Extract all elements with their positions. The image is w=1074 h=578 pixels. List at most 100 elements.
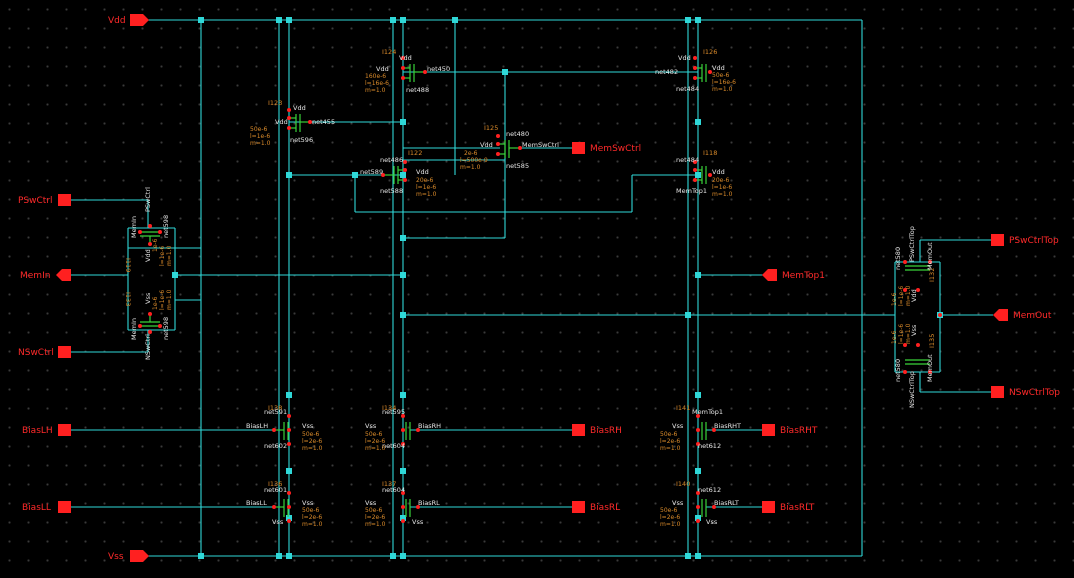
net-label: Vdd xyxy=(416,168,429,176)
pin-label-biasll: BiasLL xyxy=(22,503,51,513)
net-label: Vdd xyxy=(376,65,389,73)
pin-label-nswctrltop: NSwCtrlTop xyxy=(1009,388,1060,398)
net-label: net596 xyxy=(290,136,313,144)
pin-memswctrl[interactable] xyxy=(572,142,585,154)
inst-label-i141: I141 xyxy=(676,404,690,412)
param-l: l=1e-6 xyxy=(898,286,905,306)
param-m: m=1.0 xyxy=(365,445,386,452)
transistor-i125[interactable] xyxy=(498,140,520,158)
net-label: net580 xyxy=(894,359,902,382)
pin-label-pswctrl: PSwCtrl xyxy=(18,196,53,206)
net-label: net598 xyxy=(162,317,170,340)
transistor-i118[interactable] xyxy=(695,166,707,184)
param-l: l=1e-6 xyxy=(250,133,270,140)
inst-label-i126: I126 xyxy=(703,48,717,56)
param-m: m=1.0 xyxy=(166,289,173,310)
inst-label-i133: I133 xyxy=(124,292,132,306)
net-label: BiasLL xyxy=(246,499,267,507)
pin-vss[interactable] xyxy=(130,550,149,562)
net-label: Vdd xyxy=(293,104,306,112)
transistor-i136[interactable] xyxy=(274,499,289,517)
transistor-i141[interactable] xyxy=(701,422,707,440)
net-label: net484 xyxy=(676,156,699,164)
net-label: BiasLH xyxy=(246,422,268,430)
devices xyxy=(140,64,930,517)
pin-biaslh[interactable] xyxy=(58,424,71,436)
net-label: Vss xyxy=(272,518,284,526)
junctions xyxy=(172,17,943,559)
transistor-i126[interactable] xyxy=(695,64,707,82)
net-label: Vss xyxy=(672,422,684,430)
pin-label-biasrl: BiasRL xyxy=(590,503,620,513)
net-label: Vdd xyxy=(712,64,725,72)
pin-label-biasrht: BiasRHT xyxy=(780,426,818,436)
net-label: net455 xyxy=(312,118,335,126)
pin-memout[interactable] xyxy=(993,309,1008,321)
param-l: l=2e-6 xyxy=(365,514,385,521)
param-w: 50e-6 xyxy=(712,72,729,79)
transistor-i140[interactable] xyxy=(701,499,707,517)
pin-nswctrl[interactable] xyxy=(58,346,71,358)
transistor-i132[interactable] xyxy=(905,265,930,271)
net-label: net604 xyxy=(382,442,405,450)
net-label: net486 xyxy=(380,156,403,164)
net-label: MemSwCtrl xyxy=(522,141,559,149)
transistor-i134[interactable] xyxy=(405,422,411,440)
transistor-i137[interactable] xyxy=(405,499,411,517)
inst-label-i134: I134 xyxy=(382,404,396,412)
param-l: l=16e-6 xyxy=(365,80,389,87)
param-m: m=1.0 xyxy=(365,87,386,94)
net-label: Vdd xyxy=(275,118,288,126)
pin-biasll[interactable] xyxy=(58,501,71,513)
pin-memtop1[interactable] xyxy=(762,269,777,281)
inst-label-i138: I138 xyxy=(268,404,282,412)
param-w: 50e-6 xyxy=(660,431,677,438)
param-m: m=1.0 xyxy=(905,323,912,344)
pin-pswctrl[interactable] xyxy=(58,194,71,206)
net-label: net604 xyxy=(382,486,405,494)
net-label: net598 xyxy=(162,215,170,238)
param-w: 50e-6 xyxy=(302,431,319,438)
inst-label-i125: I125 xyxy=(484,124,498,132)
net-label: Vss xyxy=(412,518,424,526)
transistor-i124[interactable] xyxy=(403,64,425,82)
pin-label-vdd: Vdd xyxy=(108,16,126,26)
pin-biasrht[interactable] xyxy=(762,424,775,436)
pin-pswctrltop[interactable] xyxy=(991,234,1004,246)
param-m: m=1.0 xyxy=(660,521,681,528)
param-l: l=2e-6 xyxy=(660,514,680,521)
pin-biasrh[interactable] xyxy=(572,424,585,436)
net-label: PSwCtrlTop xyxy=(908,226,916,262)
pin-vdd[interactable] xyxy=(130,14,149,26)
param-m: m=1.0 xyxy=(905,285,912,306)
pin-biasrl[interactable] xyxy=(572,501,585,513)
pin-biasrlt[interactable] xyxy=(762,501,775,513)
param-l: l=1e-6 xyxy=(416,184,436,191)
param-w: 50e-6 xyxy=(365,431,382,438)
pin-nswctrltop[interactable] xyxy=(991,386,1004,398)
param-m: m=1.0 xyxy=(712,86,733,93)
parameter-labels: 160e-6 l=16e-6 m=1.0 50e-6 l=1e-6 m=1.0 … xyxy=(152,72,912,528)
transistor-i138[interactable] xyxy=(274,422,289,440)
param-w: 50e-6 xyxy=(660,507,677,514)
param-w: 160e-6 xyxy=(365,73,386,80)
inst-label-i123: I123 xyxy=(268,99,282,107)
transistor-i123[interactable] xyxy=(289,114,310,132)
net-label: net480 xyxy=(506,130,529,138)
terminal-dots xyxy=(138,56,942,523)
inst-label-i132: I132 xyxy=(928,268,936,282)
pin-label-memswctrl: MemSwCtrl xyxy=(590,144,641,154)
net-label: MemIn xyxy=(130,216,138,238)
inst-label-i118: I118 xyxy=(703,149,717,157)
net-label: NSwCtrl xyxy=(144,334,152,360)
net-label: net595 xyxy=(382,408,405,416)
pin-label-biaslh: BiasLH xyxy=(22,426,53,436)
instance-labels: I124 I123 I125 I122 I126 I118 I119 I133 … xyxy=(124,48,936,488)
param-w: 50e-6 xyxy=(302,507,319,514)
pin-memin[interactable] xyxy=(56,269,71,281)
param-l: l=500e-9 xyxy=(460,157,488,164)
net-label: Vss xyxy=(672,499,684,507)
net-label: net484 xyxy=(676,85,699,93)
net-label: BiasRL xyxy=(418,499,440,507)
transistor-i135[interactable] xyxy=(905,359,930,365)
